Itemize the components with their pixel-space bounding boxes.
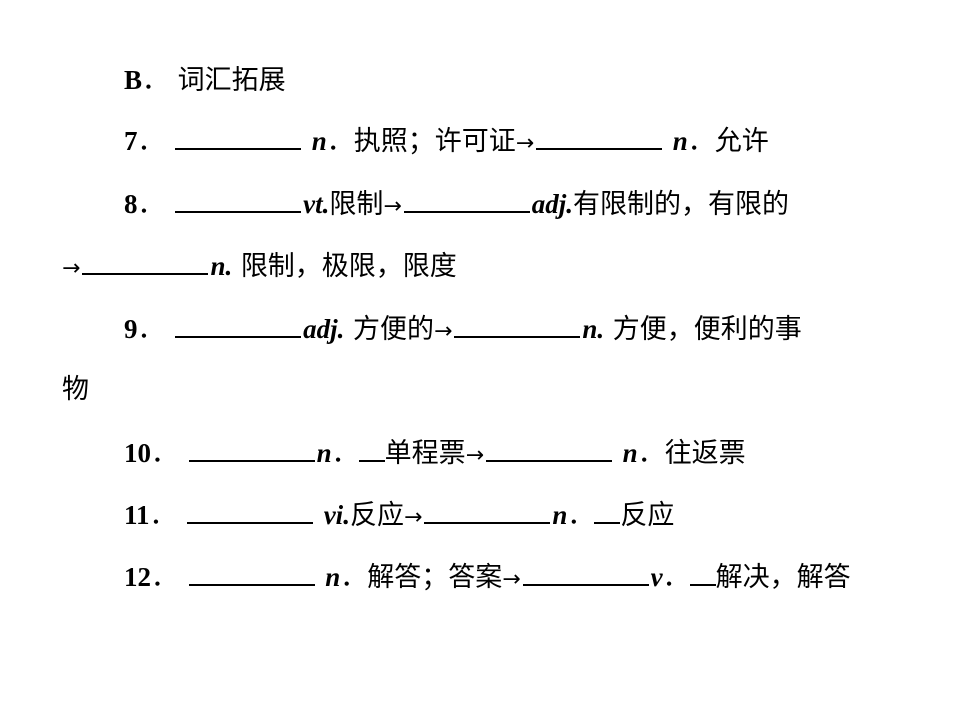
meaning: 反应	[620, 500, 675, 531]
part-of-speech: n	[552, 500, 568, 530]
item-number: 12	[124, 562, 151, 592]
answer-blank[interactable]	[175, 306, 302, 338]
meaning: 执照；许可证	[353, 126, 516, 157]
item-7: 7． n．执照；许可证→ n．允许	[0, 116, 960, 166]
part-of-speech: n	[316, 438, 332, 468]
item-number: 10	[124, 438, 151, 468]
item-number: 7	[124, 126, 138, 156]
section-label: B	[124, 65, 143, 95]
meaning: 物	[62, 374, 89, 405]
answer-blank[interactable]	[82, 243, 209, 275]
meaning: 限制，极限，限度	[240, 251, 457, 282]
meaning: 单程票	[384, 438, 466, 469]
item-12: 12． n．解答；答案→v．解决，解答	[0, 552, 960, 602]
item-number: 8	[124, 189, 138, 219]
period: ．	[137, 126, 165, 157]
section-title: 词汇拓展	[177, 65, 286, 96]
period: ．	[137, 314, 165, 345]
arrow-icon: →	[433, 319, 453, 344]
meaning: 方便，便利的事	[612, 314, 802, 345]
item-number: 9	[124, 314, 138, 344]
section-heading: B． 词汇拓展	[0, 55, 960, 105]
item-10: 10． n．单程票→ n．往返票	[0, 428, 960, 478]
part-of-speech: n	[325, 562, 341, 592]
meaning: 方便的	[352, 314, 434, 345]
period: ．	[137, 189, 165, 220]
period: ．	[637, 438, 665, 469]
answer-blank[interactable]	[424, 492, 551, 524]
part-of-speech: n.	[210, 251, 233, 281]
period: ．	[662, 562, 690, 593]
item-9: 9． adj. 方便的→ n. 方便，便利的事	[0, 304, 960, 354]
answer-blank-short[interactable]	[594, 492, 621, 524]
part-of-speech: adj.	[531, 189, 574, 219]
answer-blank[interactable]	[486, 430, 613, 462]
meaning: 解答；答案	[367, 562, 503, 593]
answer-blank[interactable]	[454, 306, 581, 338]
period: ．	[687, 126, 715, 157]
part-of-speech: n	[622, 438, 638, 468]
meaning: 允许	[714, 126, 769, 157]
answer-blank[interactable]	[175, 118, 302, 150]
item-8: 8． vt.限制→ adj.有限制的，有限的	[0, 179, 960, 229]
period: ．	[567, 500, 595, 531]
answer-blank[interactable]	[536, 118, 663, 150]
part-of-speech: vt.	[303, 189, 330, 219]
period: ．	[326, 126, 354, 157]
answer-blank-short[interactable]	[689, 554, 716, 586]
period: ．	[149, 500, 177, 531]
item-11: 11． vi.反应→n．反应	[0, 490, 960, 540]
answer-blank[interactable]	[522, 554, 649, 586]
meaning: 限制	[329, 189, 384, 220]
period: ．	[331, 438, 359, 469]
meaning: 反应	[349, 500, 404, 531]
period: ．	[151, 562, 178, 593]
arrow-icon: →	[62, 256, 81, 281]
answer-blank-short[interactable]	[358, 430, 385, 462]
period: ．	[142, 65, 170, 96]
period: ．	[151, 438, 178, 469]
arrow-icon: →	[403, 505, 423, 530]
period: ．	[340, 562, 368, 593]
part-of-speech: n	[672, 126, 688, 156]
meaning: 解决，解答	[715, 562, 851, 593]
answer-blank[interactable]	[403, 181, 530, 213]
arrow-icon: →	[515, 131, 535, 156]
part-of-speech: adj.	[303, 314, 345, 344]
part-of-speech: v	[650, 562, 663, 592]
answer-blank[interactable]	[175, 181, 302, 213]
arrow-icon: →	[465, 443, 485, 468]
answer-blank[interactable]	[188, 554, 315, 586]
arrow-icon: →	[502, 567, 521, 592]
answer-blank[interactable]	[188, 430, 315, 462]
part-of-speech: vi.	[323, 500, 350, 530]
item-9-continued: 物	[0, 365, 960, 415]
meaning: 往返票	[664, 438, 746, 469]
part-of-speech: n	[311, 126, 327, 156]
arrow-icon: →	[383, 194, 402, 219]
answer-blank[interactable]	[187, 492, 314, 524]
item-8-continued: → n. 限制，极限，限度	[0, 241, 960, 291]
meaning: 有限制的，有限的	[573, 189, 790, 220]
part-of-speech: n.	[582, 314, 605, 344]
item-number: 11	[124, 500, 150, 530]
